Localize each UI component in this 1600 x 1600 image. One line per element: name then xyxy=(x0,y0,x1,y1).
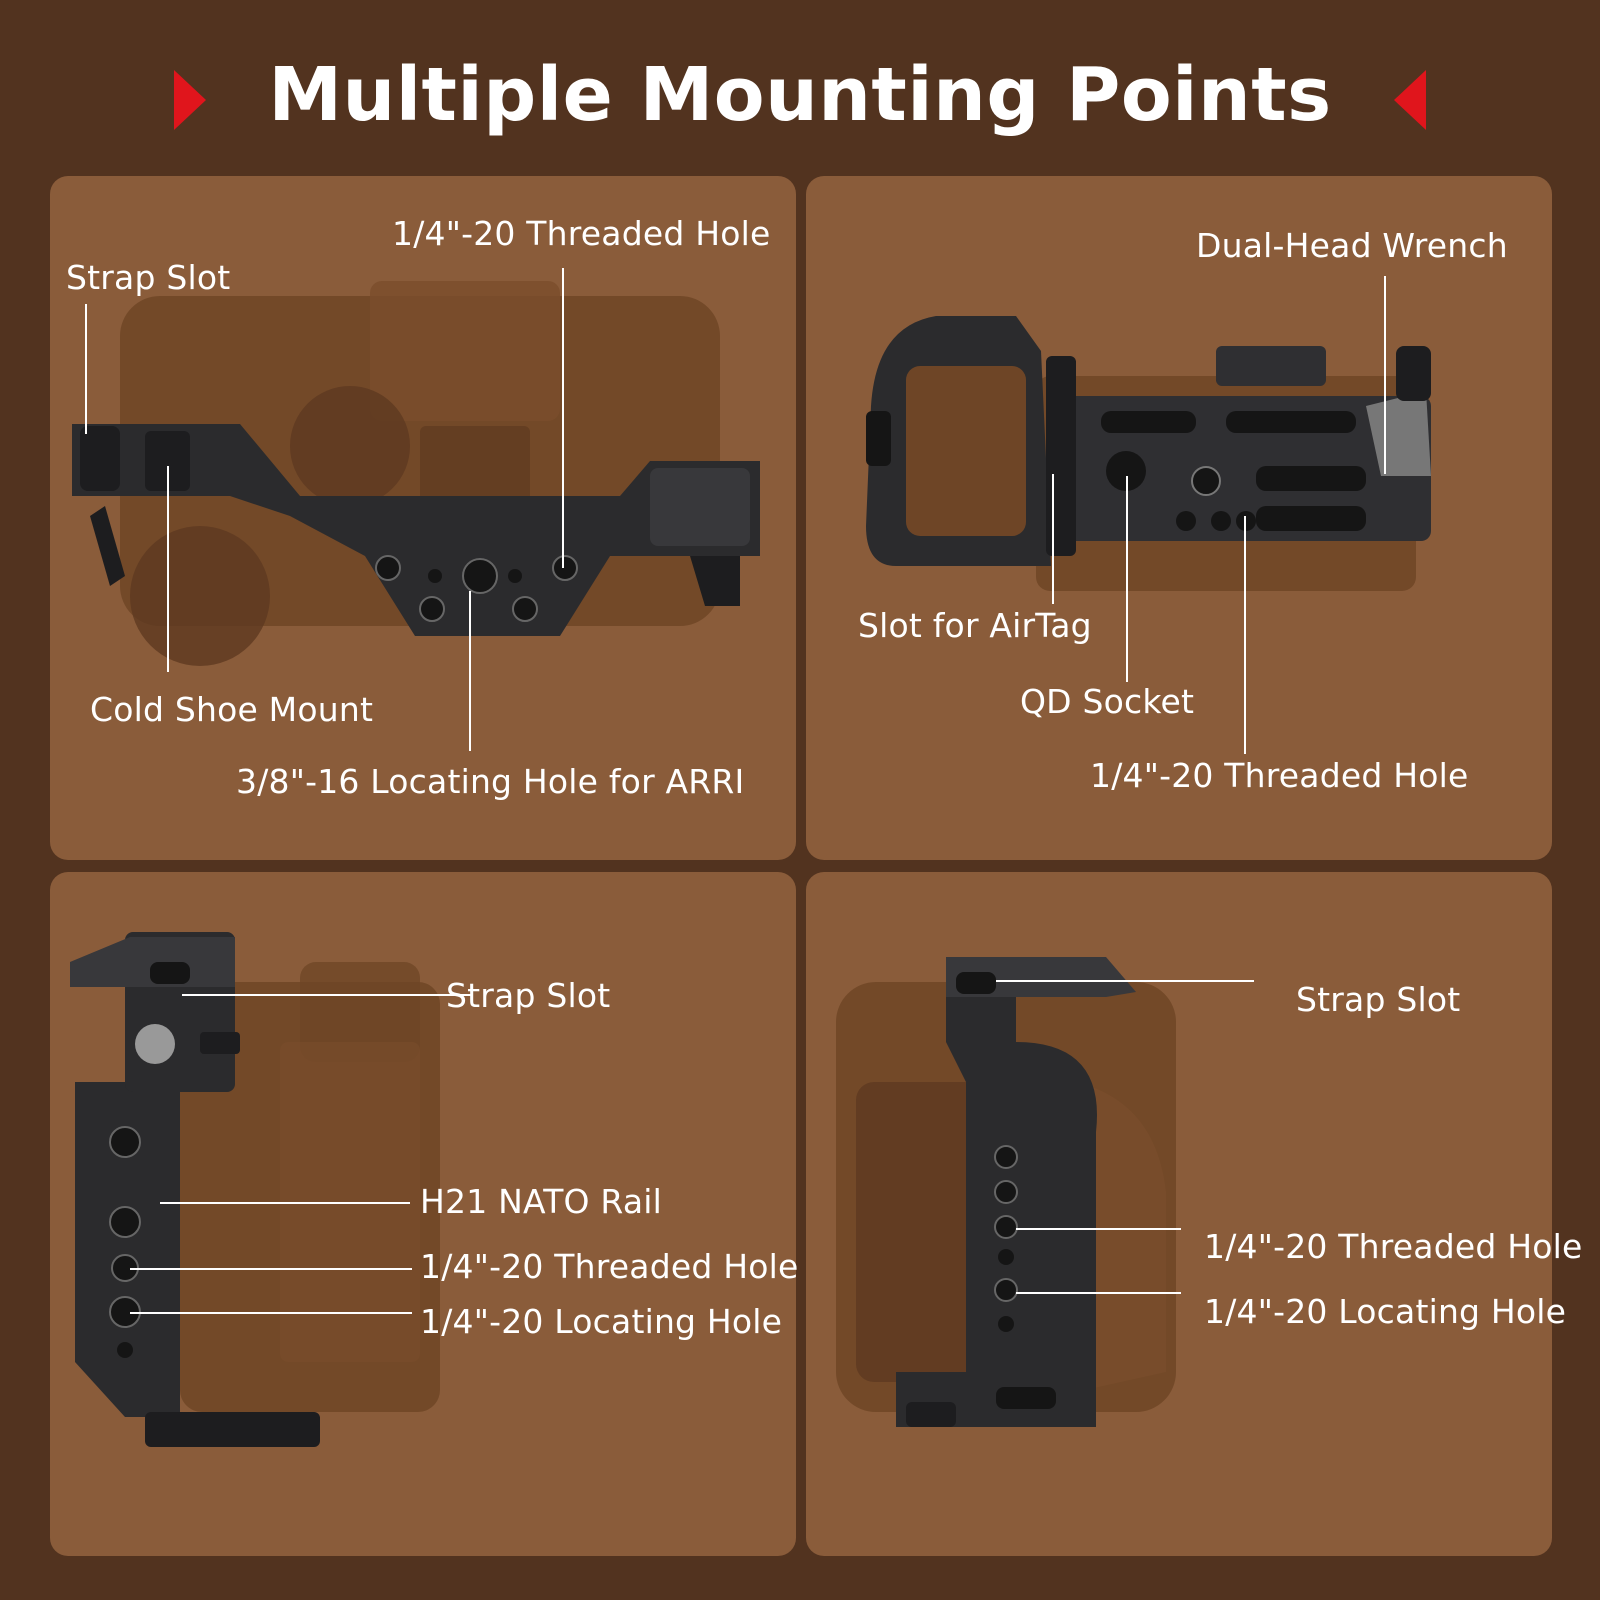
leader-line xyxy=(1244,516,1246,754)
panel-left-side-view: Strap Slot H21 NATO Rail 1/4"-20 Threade… xyxy=(50,872,799,1556)
right-arrow-icon xyxy=(174,70,206,130)
label-strap-slot: Strap Slot xyxy=(446,976,611,1015)
leader-line xyxy=(469,591,471,751)
label-dual-head-wrench: Dual-Head Wrench xyxy=(1196,226,1508,265)
leader-line xyxy=(1016,1228,1181,1230)
page-title: Multiple Mounting Points xyxy=(268,52,1332,138)
panel-top-view: 1/4"-20 Threaded Hole Strap Slot Cold Sh… xyxy=(50,176,796,860)
label-arri-locating-hole: 3/8"-16 Locating Hole for ARRI xyxy=(236,762,745,801)
label-threaded-hole: 1/4"-20 Threaded Hole xyxy=(1204,1227,1583,1266)
top-view-illustration xyxy=(72,281,760,666)
label-strap-slot: Strap Slot xyxy=(1296,980,1461,1019)
leader-line xyxy=(167,466,169,672)
panel-right-side-view: Strap Slot 1/4"-20 Threaded Hole 1/4"-20… xyxy=(806,872,1582,1556)
label-cold-shoe-mount: Cold Shoe Mount xyxy=(90,690,374,729)
label-locating-hole: 1/4"-20 Locating Hole xyxy=(420,1302,783,1341)
leader-line xyxy=(1126,476,1128,682)
label-nato-rail: H21 NATO Rail xyxy=(420,1182,662,1221)
label-airtag-slot: Slot for AirTag xyxy=(858,606,1092,645)
leader-line xyxy=(1384,276,1386,474)
panel-side-view: Dual-Head Wrench Slot for AirTag QD Sock… xyxy=(806,176,1552,860)
leader-line xyxy=(160,1202,410,1204)
leader-line xyxy=(1016,1292,1181,1294)
label-locating-hole: 1/4"-20 Locating Hole xyxy=(1204,1292,1567,1331)
label-threaded-hole: 1/4"-20 Threaded Hole xyxy=(1090,756,1469,795)
leader-line xyxy=(130,1312,412,1314)
leader-line xyxy=(182,994,472,996)
label-threaded-hole: 1/4"-20 Threaded Hole xyxy=(392,214,771,253)
leader-line xyxy=(996,980,1254,982)
label-strap-slot: Strap Slot xyxy=(66,258,231,297)
label-qd-socket: QD Socket xyxy=(1020,682,1195,721)
leader-line xyxy=(1052,474,1054,604)
label-threaded-hole: 1/4"-20 Threaded Hole xyxy=(420,1247,799,1286)
side-view-illustration xyxy=(866,316,1431,591)
left-arrow-icon xyxy=(1394,70,1426,130)
right-side-illustration xyxy=(836,957,1176,1427)
leader-line xyxy=(562,268,564,568)
leader-line xyxy=(85,304,87,434)
leader-line xyxy=(130,1268,412,1270)
